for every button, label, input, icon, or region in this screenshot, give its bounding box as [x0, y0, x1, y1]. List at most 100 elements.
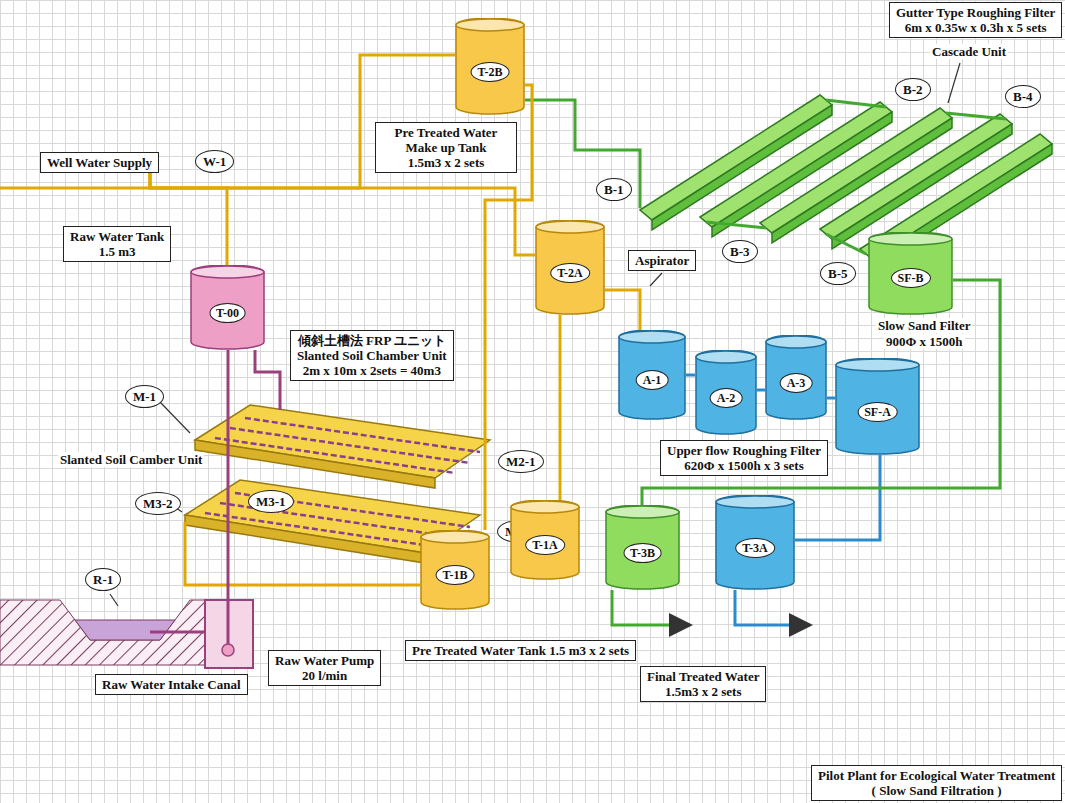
- leader-line: [650, 273, 662, 286]
- node-text: 620Φ x 1500h x 3 sets: [667, 458, 821, 473]
- label-box: 傾斜土槽法 FRP ユニットSlanted Soil Chamber Unit2…: [290, 330, 454, 381]
- label-box: Well Water Supply: [40, 152, 159, 173]
- raw-water-pipe: [255, 350, 280, 410]
- tank-tag: T-3B: [623, 543, 662, 563]
- tank-body: [421, 530, 489, 609]
- node-text: 1.5 m3: [70, 244, 164, 259]
- node-text: B-2: [903, 82, 923, 97]
- outlet-pipe: [612, 590, 810, 625]
- tank-rim: [536, 221, 604, 233]
- tank-tag: A-3: [780, 373, 813, 393]
- callout-circle: M-1: [125, 385, 164, 408]
- leader-line: [948, 63, 960, 103]
- intake-canal: [75, 620, 175, 640]
- tank-rim: [696, 351, 756, 363]
- raw-water-pipe: [227, 350, 230, 644]
- tank: A-3: [765, 335, 827, 420]
- node-text: Pre Treated Water Make up Tank: [382, 125, 510, 155]
- node-text: B-3: [730, 244, 750, 259]
- tank-rim: [456, 19, 524, 31]
- label-box: Pre Treated Water Make up Tank1.5m3 x 2 …: [375, 122, 517, 173]
- tank: T-2A: [535, 220, 605, 315]
- node-text: T-00: [216, 306, 239, 320]
- outlet-pipe: [612, 590, 690, 625]
- tank-rim: [191, 266, 264, 278]
- node-text: 1.5m3 x 2 sets: [382, 155, 510, 170]
- cascade-pipe: [525, 100, 1006, 254]
- node-text: Pre Treated Water Tank 1.5 m3 x 2 sets: [412, 643, 629, 658]
- tank-tag: A-1: [636, 370, 669, 390]
- node-text: T-2B: [478, 65, 503, 79]
- label-box: Pilot Plant for Ecological Water Treatme…: [811, 765, 1062, 801]
- node-text: Well Water Supply: [47, 155, 152, 170]
- node-text: Raw Water Pump: [275, 653, 374, 668]
- pipe-connector: [642, 280, 1000, 505]
- tank: A-1: [618, 330, 686, 420]
- tank: T-1B: [420, 530, 490, 610]
- tank-tag: T-3A: [735, 538, 775, 558]
- tank-body: [619, 330, 685, 419]
- tank-tag: T-00: [209, 303, 246, 323]
- callout-circle: B-1: [596, 178, 632, 201]
- gutter-filter: [860, 134, 1052, 259]
- node-text: B-4: [1013, 89, 1033, 104]
- callout-circle: R-1: [85, 568, 121, 591]
- pipe-connector: [150, 173, 535, 255]
- tank-body: [191, 265, 264, 349]
- tank: A-2: [695, 350, 757, 435]
- node-text: Aspirator: [635, 253, 689, 268]
- intake-canal: [222, 644, 234, 656]
- tank-body: [606, 505, 679, 589]
- tank-body: [456, 18, 524, 114]
- tank: T-3B: [605, 505, 680, 590]
- node-text: 2m x 10m x 2sets = 40m3: [297, 363, 447, 378]
- tank-rim: [716, 496, 794, 508]
- yellow-pipe: [185, 522, 420, 585]
- leader-line: [110, 63, 960, 606]
- pipe-connector: [757, 389, 765, 392]
- node-text: 6m x 0.35w x 0.3h x 5 sets: [896, 20, 1055, 35]
- tank-body: [696, 350, 756, 434]
- plain-label: Cascade Unit: [930, 44, 1008, 59]
- pipe-connector: [605, 290, 640, 330]
- label-box: Pre Treated Water Tank 1.5 m3 x 2 sets: [405, 640, 636, 661]
- plain-label: 900Φ x 1500h: [884, 334, 965, 349]
- node-text: W-1: [203, 154, 226, 169]
- tank-rim: [869, 233, 952, 245]
- cascade-pipe: [525, 100, 640, 208]
- node-text: 傾斜土槽法 FRP ユニット: [297, 333, 447, 348]
- node-text: T-3B: [630, 546, 655, 560]
- raw-water-pipe: [150, 631, 205, 634]
- node-text: B-5: [828, 266, 848, 281]
- tank-tag: SF-A: [857, 402, 898, 422]
- tank: T-2B: [455, 18, 525, 115]
- tank-rim: [606, 506, 679, 518]
- pipe-connector: [827, 397, 835, 400]
- callout-circle: W-1: [195, 150, 234, 173]
- tank-body: [511, 500, 579, 579]
- node-text: A-1: [643, 373, 662, 387]
- label-box: Final Treated Water1.5m3 x 2 sets: [640, 666, 766, 702]
- pipe-connector: [686, 374, 695, 377]
- tank: T-00: [190, 265, 265, 350]
- node-text: T-3A: [742, 541, 768, 555]
- tank: T-1A: [510, 500, 580, 580]
- tank-rim: [421, 531, 489, 543]
- intake-canal: [0, 600, 253, 668]
- node-text: 20 l/min: [275, 668, 374, 683]
- node-text: Raw Water Tank: [70, 229, 164, 244]
- yellow-pipe: [0, 188, 420, 585]
- node-text: M-1: [133, 389, 156, 404]
- slanted-soil-chamber: [185, 405, 490, 563]
- label-box: Raw Water Pump20 l/min: [268, 650, 381, 686]
- tank-tag: T-2A: [550, 263, 590, 283]
- node-text: A-2: [717, 391, 736, 405]
- node-text: A-3: [787, 376, 806, 390]
- node-text: Final Treated Water: [647, 669, 759, 684]
- tank-rim: [619, 331, 685, 343]
- node-text: Pilot Plant for Ecological Water Treatme…: [818, 768, 1055, 783]
- slanted-soil-chamber: [215, 418, 480, 473]
- tank-tag: T-2B: [471, 62, 510, 82]
- label-box: Raw Water Tank1.5 m3: [63, 226, 171, 262]
